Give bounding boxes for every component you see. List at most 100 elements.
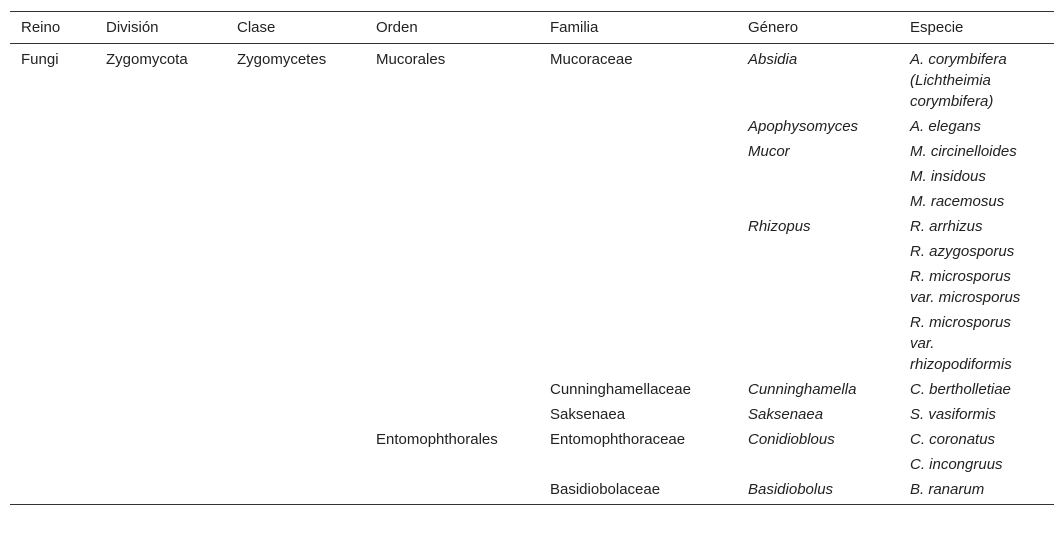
cell-division: [95, 264, 226, 310]
header-division: División: [95, 11, 226, 44]
cell-familia: [539, 239, 737, 264]
header-familia: Familia: [539, 11, 737, 44]
cell-genero: Cunninghamella: [748, 381, 857, 398]
cell-orden: [365, 164, 539, 189]
cell-orden: [365, 264, 539, 310]
cell-familia: [539, 189, 737, 214]
cell-genero: Apophysomyces: [748, 118, 859, 135]
cell-orden: [365, 214, 539, 239]
cell-orden: [365, 452, 539, 477]
table-row: R. microsporus var. rhizopodiformis: [10, 310, 1054, 377]
cell-familia: Basidiobolaceae: [539, 477, 737, 505]
cell-orden: [365, 114, 539, 139]
cell-familia: Mucoraceae: [550, 51, 633, 68]
cell-especie: C. coronatus: [910, 431, 996, 448]
cell-division: [95, 189, 226, 214]
cell-reino: [10, 114, 95, 139]
table-row: Cunninghamellaceae Cunninghamella C. berth…: [10, 377, 1054, 402]
cell-division: [95, 214, 226, 239]
cell-especie: R. azygosporus: [910, 243, 1015, 260]
cell-familia: Cunninghamellaceae: [550, 381, 691, 398]
cell-clase: [226, 114, 365, 139]
cell-reino: [10, 402, 95, 427]
cell-familia: [539, 164, 737, 189]
cell-especie: A. elegans: [910, 118, 981, 135]
cell-genero: Basidiobolus: [737, 477, 899, 505]
cell-division: [95, 402, 226, 427]
cell-especie: R. microsporus var. rhizopodiformis: [910, 314, 1012, 373]
cell-especie: C. bertholletiae: [910, 381, 1011, 398]
table-row: Apophysomyces A. elegans: [10, 114, 1054, 139]
header-orden: Orden: [365, 11, 539, 44]
cell-orden: [365, 189, 539, 214]
cell-especie: A. corymbifera (Lichtheimia corymbifera): [910, 51, 1007, 110]
cell-genero: [737, 189, 899, 214]
cell-orden: [365, 402, 539, 427]
cell-clase: [226, 377, 365, 402]
cell-division: [95, 427, 226, 452]
cell-reino: [10, 239, 95, 264]
header-row: Reino División Clase Orden Familia Géner…: [10, 11, 1054, 44]
cell-division: [95, 452, 226, 477]
cell-division: [95, 310, 226, 377]
taxonomy-table: Reino División Clase Orden Familia Géner…: [10, 11, 1054, 505]
cell-genero: [737, 310, 899, 377]
cell-genero: Saksenaea: [748, 406, 824, 423]
cell-orden: [365, 377, 539, 402]
cell-reino: [10, 377, 95, 402]
cell-clase: [226, 402, 365, 427]
cell-division: [95, 139, 226, 164]
cell-genero: Conidioblous: [748, 431, 835, 448]
taxonomy-table-container: Reino División Clase Orden Familia Géner…: [10, 11, 1054, 505]
cell-familia: Entomophthoraceae: [550, 431, 686, 448]
cell-clase: [226, 214, 365, 239]
cell-orden: [365, 310, 539, 377]
cell-especie: R. arrhizus: [910, 218, 983, 235]
cell-division: [95, 477, 226, 505]
cell-orden: [365, 239, 539, 264]
cell-especie: B. ranarum: [899, 477, 1054, 505]
cell-reino: [10, 214, 95, 239]
cell-clase: [226, 239, 365, 264]
cell-orden: [365, 139, 539, 164]
table-row: M. insidous: [10, 164, 1054, 189]
header-clase: Clase: [226, 11, 365, 44]
cell-especie: S. vasiformis: [910, 406, 996, 423]
header-reino: Reino: [10, 11, 95, 44]
cell-familia: [539, 214, 737, 239]
cell-division: Zygomycota: [106, 51, 188, 68]
cell-especie: M. racemosus: [910, 193, 1005, 210]
table-row: C. incongruus: [10, 452, 1054, 477]
cell-familia: [539, 139, 737, 164]
cell-familia: [539, 452, 737, 477]
cell-especie: R. microsporus var. microsporus: [910, 268, 1021, 306]
cell-clase: Zygomycetes: [237, 51, 327, 68]
cell-clase: [226, 164, 365, 189]
header-especie: Especie: [899, 11, 1054, 44]
cell-reino: [10, 164, 95, 189]
header-genero: Género: [737, 11, 899, 44]
cell-division: [95, 164, 226, 189]
cell-especie: M. insidous: [910, 168, 986, 185]
cell-genero: Mucor: [748, 143, 790, 160]
table-row: M. racemosus: [10, 189, 1054, 214]
cell-familia: [539, 310, 737, 377]
cell-division: [95, 239, 226, 264]
cell-reino: [10, 477, 95, 505]
cell-genero: Absidia: [748, 51, 798, 68]
cell-clase: [226, 477, 365, 505]
cell-genero: [737, 452, 899, 477]
cell-clase: [226, 310, 365, 377]
cell-clase: [226, 427, 365, 452]
cell-reino: [10, 189, 95, 214]
cell-reino: [10, 139, 95, 164]
cell-orden: [365, 477, 539, 505]
cell-reino: [10, 452, 95, 477]
